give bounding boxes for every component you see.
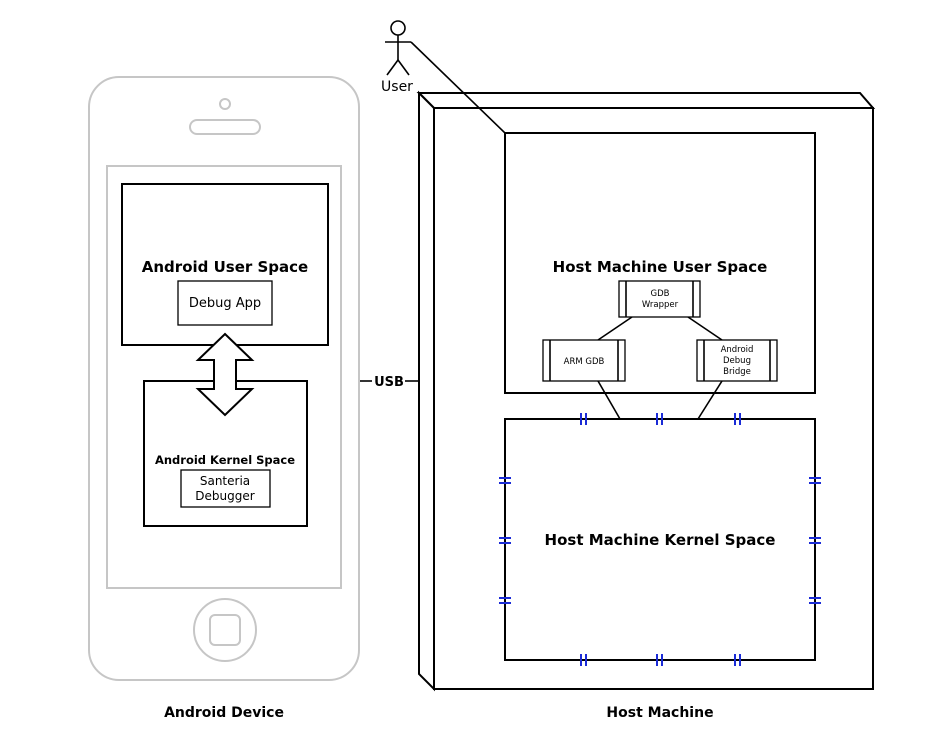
android-kernel-space-title: Android Kernel Space [155,453,295,467]
android-device: Android User Space Debug App Android Ker… [88,76,360,721]
home-button-square [209,614,241,646]
phone-screen [106,165,342,589]
android-user-space-title: Android User Space [142,258,308,276]
phone-speaker [189,119,261,135]
adb-line1: Android [721,345,754,355]
adb-component: Android Debug Bridge [696,339,778,382]
user-kernel-double-arrow [195,332,255,417]
arm-gdb-label: ARM GDB [564,357,605,367]
gdb-wrapper-line2: Wrapper [642,300,679,310]
port-marker [499,537,511,544]
port-marker [499,477,511,484]
port-marker [734,654,741,666]
adb-line3: Bridge [723,367,751,377]
user-actor-leg-left [386,59,399,76]
usb-connection: USB [360,375,419,390]
arm-gdb-component: ARM GDB [542,339,626,382]
adb-to-kernel-line [697,380,723,420]
host-user-space-title: Host Machine User Space [553,258,768,276]
gdb-wrapper-component: GDB Wrapper [618,280,701,318]
armgdb-to-kernel-line [597,380,621,420]
adb-line2: Debug [723,356,751,366]
host-machine: Host Machine User Space GDB Wrapper ARM … [416,90,876,721]
santeria-debugger-box [180,469,271,508]
port-marker [580,413,587,425]
port-marker [809,537,821,544]
user-actor-label: User [381,79,413,95]
gdb-wrapper-line1: GDB [651,289,670,299]
debug-app-box [177,280,273,326]
port-marker [734,413,741,425]
user-actor-leg-right [397,59,410,76]
phone-body [88,76,360,681]
user-actor-icon-head [390,20,406,36]
user-actor: User [381,20,506,134]
arm-gdb-box [542,339,626,382]
host-kernel-space-box [504,418,816,661]
wrapper-to-armgdb-line [597,316,633,341]
gdb-wrapper-box [618,280,701,318]
santeria-debugger-line2: Debugger [195,489,254,503]
port-marker [809,597,821,604]
host-machine-caption: Host Machine [606,705,713,721]
adb-box [696,339,778,382]
santeria-debugger-line1: Santeria [200,474,250,488]
port-marker [499,597,511,604]
port-marker [656,654,663,666]
android-device-caption: Android Device [164,705,284,721]
debug-app-label: Debug App [189,296,261,311]
phone-camera [219,98,231,110]
port-marker [580,654,587,666]
port-marker [656,413,663,425]
kernel-port-markers [499,413,821,666]
host-box-top-face [416,92,876,109]
host-kernel-space-title: Host Machine Kernel Space [545,531,776,549]
host-box-left-face [418,90,435,692]
port-marker [809,477,821,484]
user-to-host-line [410,41,506,134]
usb-label: USB [374,375,404,390]
wrapper-to-adb-line [687,316,723,341]
phone-home-button [193,598,257,662]
